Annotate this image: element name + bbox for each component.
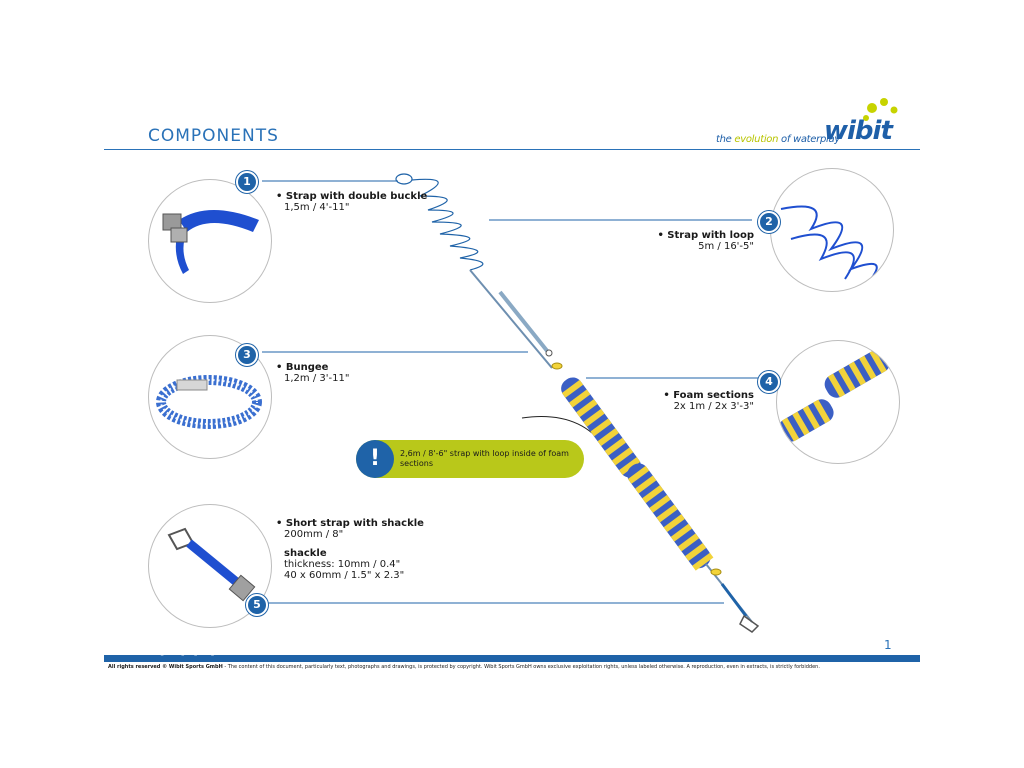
bungee-image: [148, 335, 272, 459]
warning-icon: !: [356, 440, 394, 478]
tagline-pre: the: [716, 134, 735, 145]
short-strap-shackle-image: [148, 504, 272, 628]
copyright-body: - The content of this document, particul…: [222, 664, 820, 670]
brand-tagline: the evolution of waterplay: [716, 134, 840, 145]
component-3-label: • Bungee 1,2m / 3'-11": [276, 362, 349, 384]
tagline-post: of waterplay: [778, 134, 840, 145]
bungee-icon: [156, 375, 262, 429]
component-5-subdims-2: 40 x 60mm / 1.5" x 2.3": [284, 570, 405, 581]
component-5-badge: 5: [246, 594, 268, 616]
component-1-dims: 1,5m / 4'-11": [284, 202, 350, 213]
component-3-title: • Bungee: [276, 362, 329, 373]
note-text: 2,6m / 8'-6" strap with loop inside of f…: [400, 449, 569, 468]
component-1-title: • Strap with double buckle: [276, 191, 428, 202]
foam-sections-image: [776, 340, 900, 464]
wibit-logo: wibit: [824, 116, 893, 146]
component-4-label: • Foam sections 2x 1m / 2x 3'-3": [630, 390, 754, 412]
strap-double-buckle-image: [148, 179, 272, 303]
copyright-notice: All rights reserved © Wibit Sports GmbH …: [108, 664, 820, 670]
component-2-label: • Strap with loop 5m / 16'-5": [640, 230, 754, 252]
component-4-title: • Foam sections: [663, 390, 754, 401]
component-2-title: • Strap with loop: [657, 230, 754, 241]
component-2-badge: 2: [758, 211, 780, 233]
page-number: 1: [884, 638, 892, 652]
tagline-highlight: evolution: [734, 134, 779, 145]
component-5-title: • Short strap with shackle: [276, 518, 424, 529]
header-rule: [104, 149, 920, 150]
component-1-label: • Strap with double buckle 1,5m / 4'-11": [276, 191, 427, 213]
component-4-dims: 2x 1m / 2x 3'-3": [673, 401, 754, 412]
foam-sections-icon: [778, 349, 890, 442]
document-id: 40317 V 01 - Product_Manual_Pool_Boom_3: [108, 650, 217, 656]
copyright-bold: All rights reserved © Wibit Sports GmbH: [108, 664, 223, 670]
note-callout: [356, 440, 584, 478]
component-4-badge: 4: [758, 371, 780, 393]
component-2-dims: 5m / 16'-5": [698, 241, 754, 252]
component-5-label: • Short strap with shackle 200mm / 8" sh…: [276, 518, 424, 581]
component-5-subdims-1: thickness: 10mm / 0.4": [284, 559, 401, 570]
footer-bar: [104, 655, 920, 662]
component-1-badge: 1: [236, 171, 258, 193]
component-3-badge: 3: [236, 344, 258, 366]
page-title: COMPONENTS: [148, 126, 279, 146]
component-5-subtitle: shackle: [284, 548, 327, 559]
strap-with-loop-icon: [780, 205, 878, 280]
strap-double-buckle-icon: [162, 210, 259, 274]
component-3-dims: 1,2m / 3'-11": [284, 373, 350, 384]
component-5-dims: 200mm / 8": [284, 529, 344, 540]
short-strap-shackle-icon: [167, 527, 256, 602]
strap-with-loop-image: [770, 168, 894, 292]
